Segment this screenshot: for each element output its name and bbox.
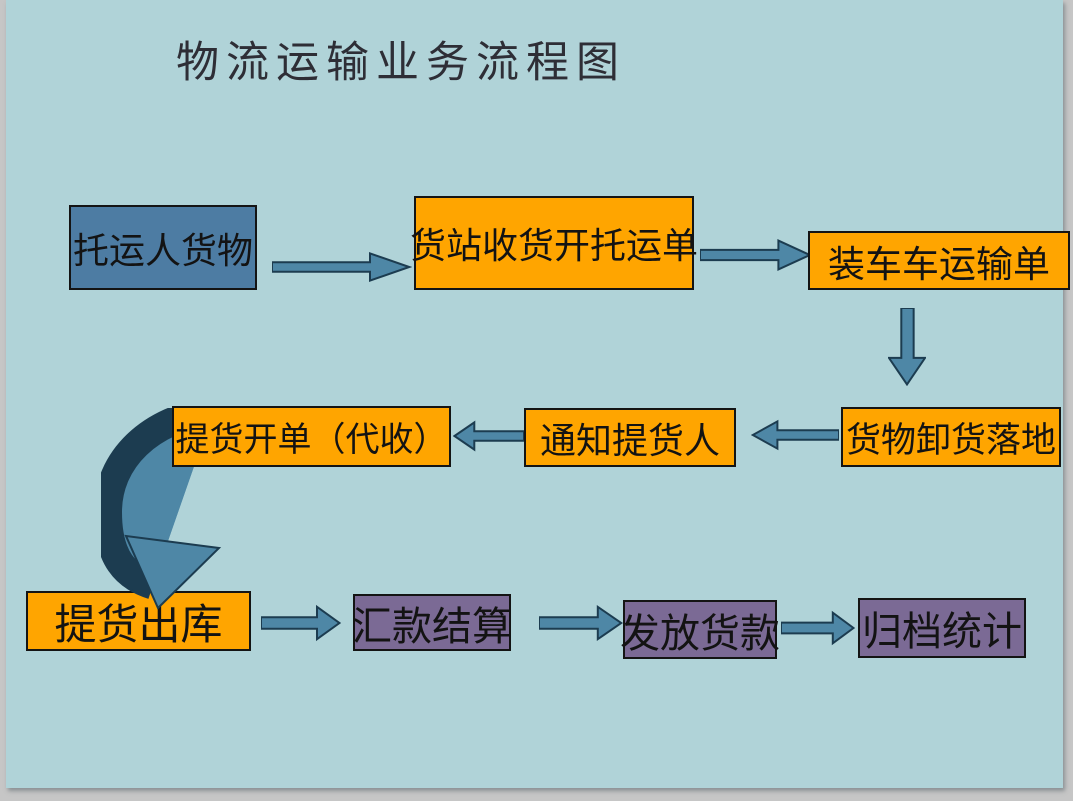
slide-canvas: 物流运输业务流程图 托运人货物 货站收货开托运单 装车车运输单 货物卸货落地: [6, 0, 1070, 788]
flow-box-issue-payment: 发放货款: [620, 600, 780, 659]
arrow-left-notify-to-billing: [453, 420, 524, 452]
flow-box-pickup-billing: 提货开单（代收）: [172, 406, 451, 467]
flow-box-label: 装车车运输单: [828, 244, 1050, 286]
flow-box-label: 提货开单（代收）: [175, 422, 448, 459]
flow-box-unloading: 货物卸货落地: [841, 407, 1061, 467]
flow-box-remittance-settlement: 汇款结算: [352, 594, 512, 651]
flow-box-consignor: 托运人货物: [69, 205, 257, 290]
flow-box-label: 货站收货开托运单: [410, 226, 699, 266]
arrow-left-unloading-to-notify: [751, 419, 839, 451]
arrow-down-loading-to-unloading: [888, 308, 926, 386]
arrow-right-consignor-to-freight: [272, 251, 412, 283]
flow-box-label: 提货出库: [54, 602, 223, 649]
page-title: 物流运输业务流程图: [176, 40, 626, 87]
flow-box-notify-consignee: 通知提货人: [524, 408, 736, 467]
flow-box-archive-statistics: 归档统计: [858, 598, 1026, 658]
arrow-right-payment-to-archive: [781, 610, 855, 646]
arrow-right-settlement-to-payment: [539, 604, 623, 642]
arrow-right-pickup-to-settlement: [261, 604, 341, 642]
arrow-right-freight-to-loading: [700, 238, 812, 272]
flow-box-label: 归档统计: [862, 609, 1022, 654]
flow-box-label: 通知提货人: [539, 420, 720, 461]
flow-box-label: 汇款结算: [352, 603, 512, 649]
flow-box-loading: 装车车运输单: [808, 231, 1070, 290]
flow-box-pickup-outbound: 提货出库: [26, 591, 251, 651]
flow-box-label: 货物卸货落地: [845, 420, 1056, 460]
flow-box-label: 发放货款: [620, 610, 780, 656]
flow-box-freight-station: 货站收货开托运单: [410, 196, 698, 290]
flow-box-label: 托运人货物: [72, 230, 253, 271]
